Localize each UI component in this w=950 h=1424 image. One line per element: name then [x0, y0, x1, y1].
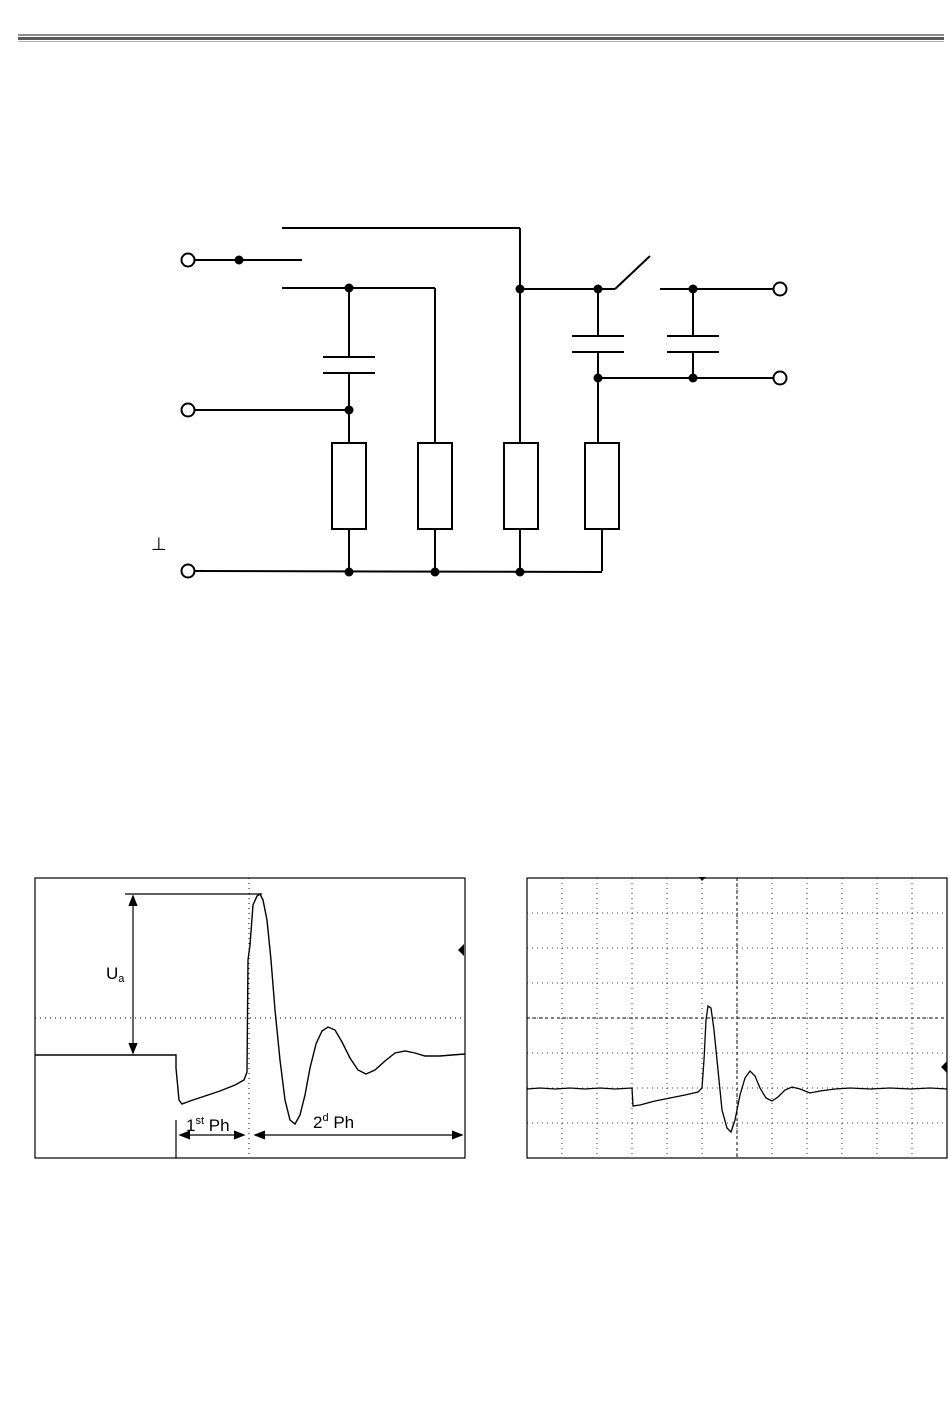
junction-dots [235, 256, 698, 577]
scope-left-waveform [35, 894, 465, 1124]
branch-1 [195, 288, 375, 571]
phase-1-label: 1st Ph [186, 1115, 230, 1135]
terminal-input-mid [182, 404, 195, 417]
output-switch [615, 256, 650, 289]
terminal-ground [182, 565, 195, 578]
ground-rail [195, 571, 602, 572]
scope-right-marker-top [699, 877, 706, 881]
terminal-output-top [774, 283, 787, 296]
branch-3 [504, 289, 538, 571]
scope-left: Ua 1st Ph 2d Ph [35, 878, 465, 1158]
ground-symbol: ⊥ [151, 534, 167, 555]
terminal-input-top [182, 254, 195, 267]
scope-left-marker [458, 944, 464, 956]
scope-left-grid [35, 878, 465, 1158]
output-capacitor [598, 289, 773, 378]
resistor-r1 [332, 443, 366, 529]
scope-right-marker-side [941, 1061, 947, 1073]
scope-right-axes [527, 878, 947, 1158]
terminal-output-bottom [774, 372, 787, 385]
resistor-r3 [504, 443, 538, 529]
amplitude-label: Ua [106, 964, 125, 985]
input-switch [195, 228, 520, 289]
scope-left-annotations [125, 894, 462, 1158]
resistor-r4 [585, 443, 619, 529]
resistor-r2 [418, 443, 452, 529]
circuit-diagram [182, 228, 787, 578]
phase-2-label: 2d Ph [313, 1112, 354, 1132]
branch-4 [572, 289, 624, 571]
scope-right [527, 877, 947, 1158]
branch-2 [418, 288, 452, 571]
